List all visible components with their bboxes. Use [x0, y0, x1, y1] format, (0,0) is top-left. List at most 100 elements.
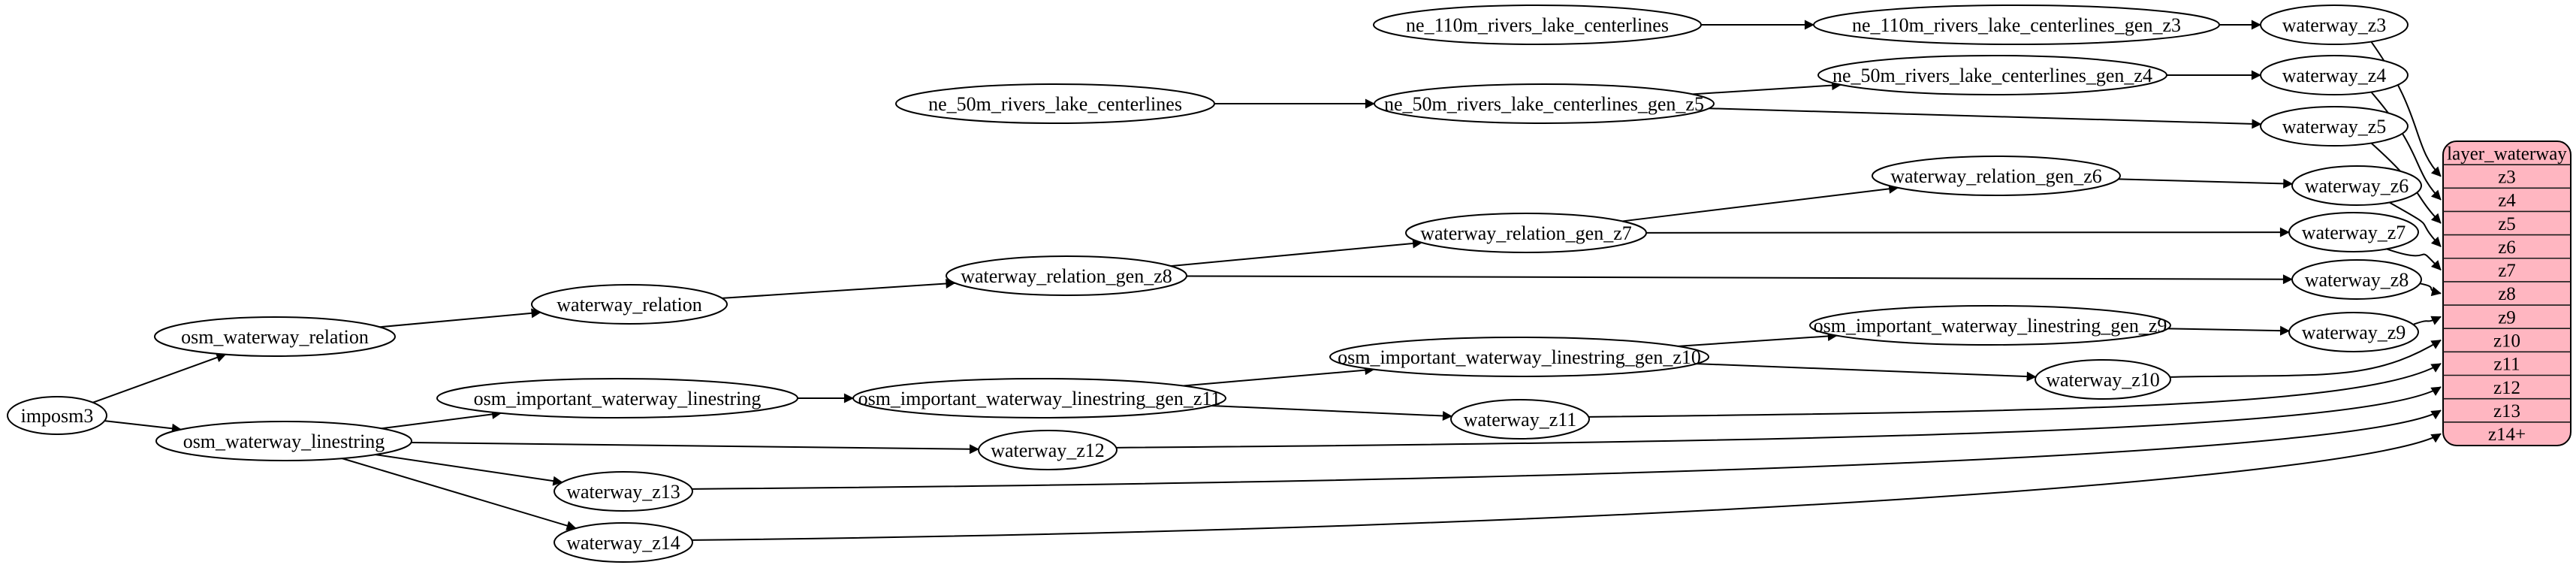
table-row-z11: z11	[2493, 355, 2520, 375]
edge-waterway_z13-layer_waterway-z13	[692, 409, 2442, 490]
node-ellipse-osm_important_waterway_linestring_gen_z9	[1809, 305, 2171, 346]
edge-osm_waterway_linestring-osm_important_waterway_linestring	[382, 409, 502, 430]
node-waterway_z4: waterway_z4	[2260, 55, 2409, 95]
node-imposm3: imposm3	[7, 396, 107, 435]
node-ellipse-waterway_z13	[554, 471, 693, 512]
node-ellipse-waterway_relation_gen_z7	[1405, 213, 1647, 253]
node-ellipse-osm_important_waterway_linestring	[436, 378, 798, 418]
node-ellipse-waterway_z5	[2260, 106, 2409, 147]
table-row-z10: z10	[2493, 331, 2520, 352]
node-waterway_z3: waterway_z3	[2260, 5, 2409, 45]
edge-ne_50m_rivers_lake_centerlines_gen_z5-waterway_z5	[1709, 107, 2262, 129]
node-ellipse-waterway_relation_gen_z8	[946, 255, 1187, 296]
node-osm_important_waterway_linestring_gen_z9: osm_important_waterway_linestring_gen_z9	[1809, 305, 2171, 346]
node-waterway_z10: waterway_z10	[2035, 359, 2171, 400]
node-label-waterway_z6: waterway_z6	[2305, 175, 2409, 197]
node-ellipse-waterway_z9	[2288, 312, 2419, 352]
table-row-z7: z7	[2498, 261, 2516, 281]
node-label-waterway_z11: waterway_z11	[1464, 409, 1577, 431]
node-ellipse-osm_waterway_relation	[154, 316, 396, 357]
edge-osm_waterway_linestring-waterway_z13	[375, 454, 563, 486]
edge-waterway_z11-layer_waterway-z11	[1588, 363, 2442, 418]
edge-waterway_relation_gen_z7-waterway_relation_gen_z6	[1622, 183, 1899, 222]
node-osm_waterway_linestring: osm_waterway_linestring	[155, 421, 412, 461]
node-ellipse-waterway_relation_gen_z6	[1872, 156, 2121, 196]
node-ellipse-waterway_z7	[2288, 212, 2419, 252]
node-label-waterway_z14: waterway_z14	[566, 532, 680, 554]
node-label-osm_important_waterway_linestring_gen_z11: osm_important_waterway_linestring_gen_z1…	[858, 388, 1221, 409]
edge-osm_important_waterway_linestring_gen_z10-waterway_z10	[1696, 363, 2037, 382]
table-row-z9: z9	[2498, 307, 2516, 328]
node-ellipse-ne_50m_rivers_lake_centerlines_gen_z5	[1374, 83, 1715, 124]
node-label-imposm3: imposm3	[21, 405, 94, 427]
node-ellipse-waterway_z4	[2260, 55, 2409, 95]
node-ellipse-waterway_z8	[2291, 259, 2422, 300]
edge-osm_important_waterway_linestring_gen_z11-osm_important_waterway_linestring_gen_z10	[1183, 365, 1375, 387]
edge-waterway_relation_gen_z8-waterway_z8	[1186, 274, 2293, 285]
node-waterway_z7: waterway_z7	[2288, 212, 2419, 252]
node-waterway_z13: waterway_z13	[554, 471, 693, 512]
node-label-waterway_relation_gen_z7: waterway_relation_gen_z7	[1420, 222, 1632, 244]
node-label-ne_110m_rivers_lake_centerlines_gen_z3: ne_110m_rivers_lake_centerlines_gen_z3	[1852, 14, 2181, 36]
edge-waterway_z4-layer_waterway-z4	[2370, 91, 2442, 201]
node-waterway_z9: waterway_z9	[2288, 312, 2419, 352]
node-label-osm_important_waterway_linestring: osm_important_waterway_linestring	[474, 388, 762, 409]
node-label-waterway_z10: waterway_z10	[2046, 369, 2160, 391]
edge-osm_waterway_relation-waterway_relation	[379, 308, 541, 328]
layer-table: layer_waterwayz3z4z5z6z7z8z9z10z11z12z13…	[2442, 140, 2571, 446]
node-label-waterway_relation_gen_z6: waterway_relation_gen_z6	[1890, 165, 2102, 187]
node-waterway_z6: waterway_z6	[2291, 165, 2422, 206]
edge-ne_50m_rivers_lake_centerlines_gen_z5-ne_50m_rivers_lake_centerlines_gen_z4	[1692, 80, 1842, 95]
table-row-z13: z13	[2493, 401, 2520, 421]
node-ellipse-osm_important_waterway_linestring_gen_z10	[1329, 337, 1709, 377]
node-label-osm_important_waterway_linestring_gen_z9: osm_important_waterway_linestring_gen_z9	[1814, 315, 2167, 337]
table-row-z8: z8	[2498, 284, 2516, 304]
node-osm_important_waterway_linestring: osm_important_waterway_linestring	[436, 378, 798, 418]
edge-waterway_relation_gen_z6-waterway_z6	[2118, 178, 2294, 189]
node-label-osm_important_waterway_linestring_gen_z10: osm_important_waterway_linestring_gen_z1…	[1338, 346, 1701, 368]
node-ellipse-waterway_z10	[2035, 359, 2171, 400]
edge-osm_important_waterway_linestring_gen_z11-waterway_z11	[1211, 405, 1452, 421]
node-label-waterway_relation: waterway_relation	[557, 294, 701, 316]
table-row-z12: z12	[2493, 378, 2520, 398]
node-ellipse-waterway_z3	[2260, 5, 2409, 45]
node-ellipse-ne_50m_rivers_lake_centerlines_gen_z4	[1817, 55, 2167, 95]
node-osm_waterway_relation: osm_waterway_relation	[154, 316, 396, 357]
node-ellipse-waterway_z12	[978, 430, 1118, 470]
node-ellipse-imposm3	[7, 396, 107, 435]
node-ne_50m_rivers_lake_centerlines: ne_50m_rivers_lake_centerlines	[895, 83, 1215, 124]
edge-waterway_relation-waterway_relation_gen_z8	[722, 278, 956, 299]
edge-waterway_z7-layer_waterway-z7	[2385, 248, 2442, 271]
node-ellipse-ne_50m_rivers_lake_centerlines	[895, 83, 1215, 124]
edge-waterway_z12-layer_waterway-z12	[1116, 386, 2442, 449]
node-ellipse-osm_waterway_linestring	[155, 421, 412, 461]
edge-waterway_z14-layer_waterway-z14+	[692, 433, 2442, 541]
node-waterway_z11: waterway_z11	[1450, 399, 1590, 440]
node-label-waterway_z12: waterway_z12	[991, 440, 1105, 461]
node-ellipse-waterway_relation	[531, 284, 728, 325]
table-row-z3: z3	[2498, 167, 2516, 187]
node-label-waterway_z8: waterway_z8	[2305, 269, 2409, 291]
node-ellipse-osm_important_waterway_linestring_gen_z11	[852, 378, 1226, 418]
edge-waterway_relation_gen_z7-waterway_z7	[1645, 227, 2290, 237]
layer-table-box	[2442, 140, 2571, 446]
table-row-z5: z5	[2498, 214, 2516, 234]
node-label-waterway_relation_gen_z8: waterway_relation_gen_z8	[961, 265, 1172, 287]
node-ne_110m_rivers_lake_centerlines: ne_110m_rivers_lake_centerlines	[1373, 5, 1702, 45]
table-row-z14+: z14+	[2488, 425, 2526, 445]
edge-osm_important_waterway_linestring_gen_z10-osm_important_waterway_linestring_gen_z9	[1678, 331, 1838, 347]
node-label-ne_50m_rivers_lake_centerlines_gen_z4: ne_50m_rivers_lake_centerlines_gen_z4	[1832, 65, 2152, 86]
edge-waterway_z9-layer_waterway-z9	[2413, 316, 2442, 325]
edge-osm_waterway_linestring-waterway_z12	[411, 442, 979, 455]
node-label-ne_50m_rivers_lake_centerlines_gen_z5: ne_50m_rivers_lake_centerlines_gen_z5	[1384, 93, 1704, 115]
node-osm_important_waterway_linestring_gen_z10: osm_important_waterway_linestring_gen_z1…	[1329, 337, 1709, 377]
edge-osm_waterway_linestring-waterway_z14	[342, 458, 577, 530]
node-waterway_relation_gen_z8: waterway_relation_gen_z8	[946, 255, 1187, 296]
node-label-waterway_z9: waterway_z9	[2302, 322, 2406, 343]
edge-waterway_z8-layer_waterway-z8	[2419, 282, 2442, 297]
node-ellipse-waterway_z6	[2291, 165, 2422, 206]
edge-waterway_z10-layer_waterway-z10	[2170, 339, 2442, 378]
node-ne_50m_rivers_lake_centerlines_gen_z4: ne_50m_rivers_lake_centerlines_gen_z4	[1817, 55, 2167, 95]
table-row-z4: z4	[2498, 191, 2516, 211]
node-ellipse-waterway_z11	[1450, 399, 1590, 440]
